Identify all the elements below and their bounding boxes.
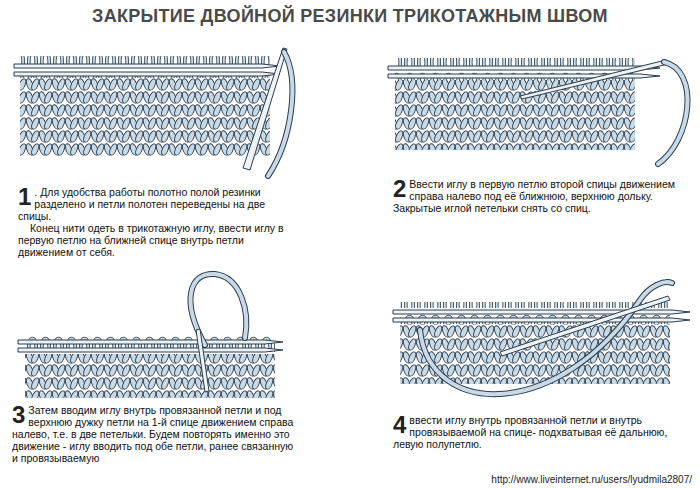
caption-text: Затем вводим иглу внутрь провязанной пет… [12, 404, 293, 464]
caption-text: Ввести иглу в первую петлю второй спицы … [393, 178, 675, 214]
callout-number: 1 [18, 186, 31, 208]
panel-2-drawing [388, 58, 688, 164]
caption-text: . Для удобства работы полотно полой рези… [18, 186, 265, 222]
callout-number: 2 [393, 178, 406, 200]
watermark: http://www.liveinternet.ru/users/lyudmil… [491, 474, 692, 485]
callout-number: 3 [12, 404, 25, 426]
panel-4-drawing [393, 282, 690, 394]
caption-block: 4ввести иглу внутрь провязанной петли и … [393, 414, 690, 450]
diagram-title: ЗАКРЫТИЕ ДВОЙНОЙ РЕЗИНКИ ТРИКОТАЖНЫМ ШВО… [0, 6, 700, 27]
caption-text: ввести иглу внутрь провязанной петли и в… [393, 414, 667, 450]
caption-text: Конец нити одеть в трикотажную иглу, вве… [18, 222, 290, 258]
panel-1-drawing [14, 48, 292, 176]
panel-3-drawing [18, 274, 283, 398]
callout-number: 4 [393, 414, 406, 436]
caption-block: 3Затем вводим иглу внутрь провязанной пе… [12, 404, 297, 464]
caption-block: 2Ввести иглу в первую петлю второй спицы… [393, 178, 690, 214]
caption-block: 1. Для удобства работы полотно полой рез… [18, 186, 290, 258]
